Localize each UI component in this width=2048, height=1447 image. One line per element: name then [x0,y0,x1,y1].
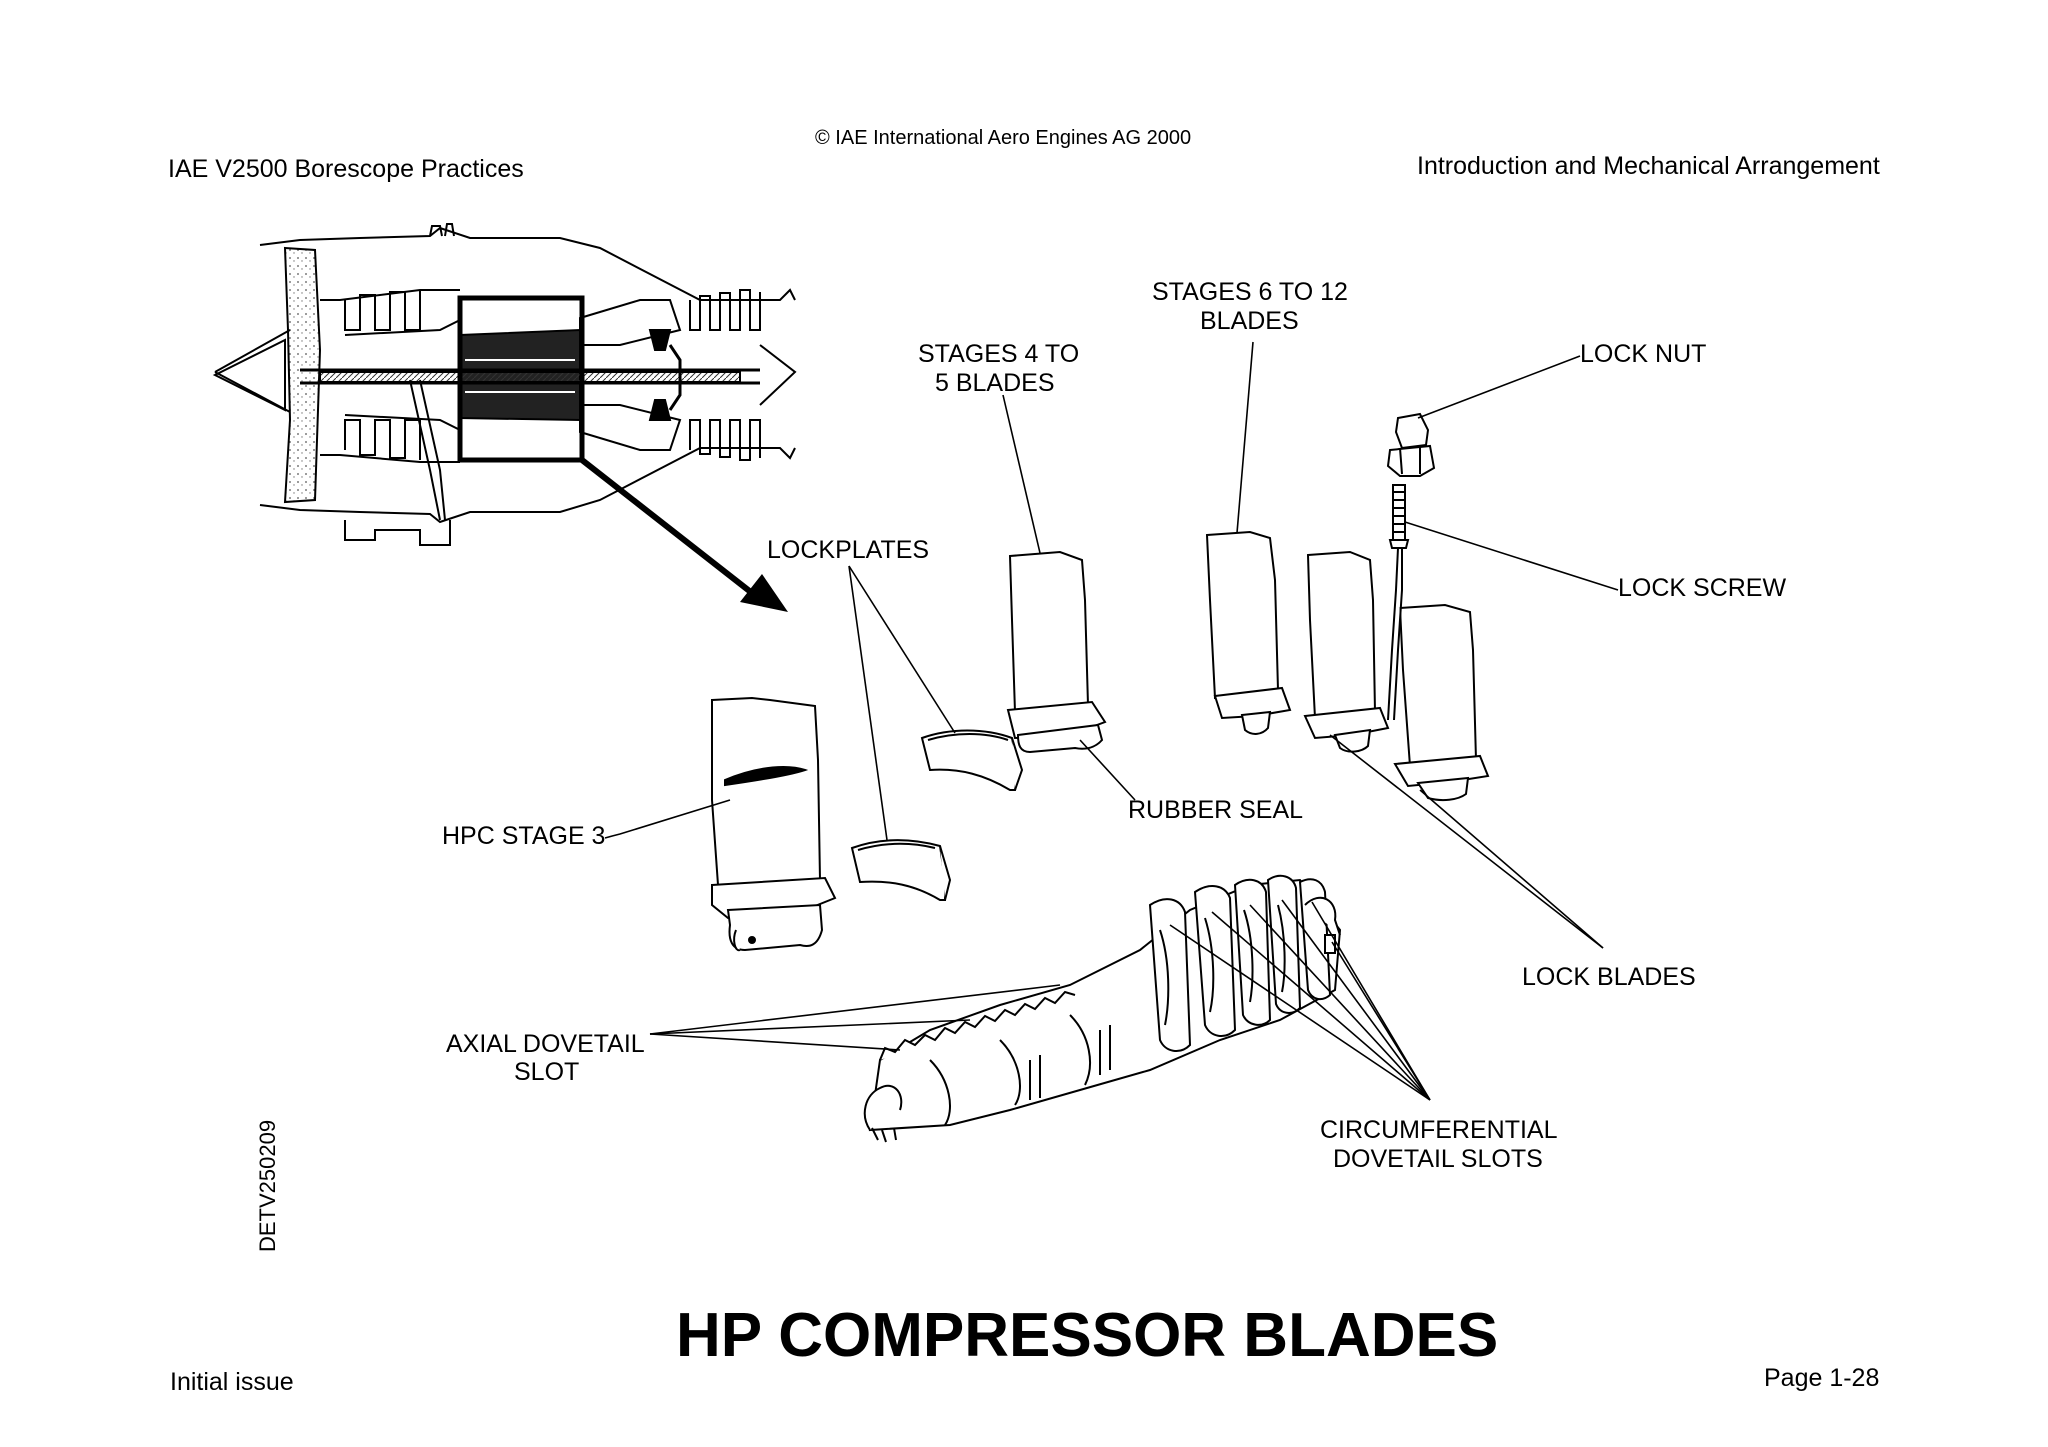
label-lock-nut: LOCK NUT [1580,340,1707,368]
label-stages-4-5-line2: 5 BLADES [935,369,1055,397]
copyright-notice: © IAE International Aero Engines AG 2000 [815,127,1192,149]
label-stages-6-12-line1: STAGES 6 TO 12 [1152,278,1348,306]
lockplate-lower [852,840,950,900]
label-stages-6-12-line2: BLADES [1200,307,1299,335]
issue-status: Initial issue [170,1368,294,1396]
label-circumferential-line1: CIRCUMFERENTIAL [1320,1116,1558,1144]
stage-4-5-blade [1008,552,1105,752]
label-axial-dovetail-line2: SLOT [514,1058,580,1086]
lock-screw [1388,485,1408,720]
document-title: IAE V2500 Borescope Practices [168,155,524,183]
page-number: Page 1-28 [1764,1364,1880,1392]
label-rubber-seal: RUBBER SEAL [1128,796,1304,824]
label-lock-screw: LOCK SCREW [1618,574,1787,602]
hpc-stage-3-blade [712,698,835,950]
stage-6-12-blade-1 [1207,532,1290,734]
stage-6-12-blade-3 [1395,605,1488,800]
label-lockplates: LOCKPLATES [767,536,930,564]
label-axial-dovetail-line1: AXIAL DOVETAIL [446,1030,645,1058]
lock-nut [1388,414,1434,476]
stage-6-12-blade-2 [1305,552,1388,752]
section-title: Introduction and Mechanical Arrangement [1417,152,1880,180]
engine-cross-section [215,224,795,545]
document-code: DETV250209 [255,1119,280,1252]
label-circumferential-line2: DOVETAIL SLOTS [1333,1145,1543,1173]
page-title: HP COMPRESSOR BLADES [676,1301,1499,1370]
zoom-arrow [582,460,788,612]
lockplate-upper [922,731,1022,791]
leader-lines [605,342,1618,1100]
label-stages-4-5-line1: STAGES 4 TO [918,340,1080,368]
compressor-drum [865,876,1340,1142]
label-hpc-stage-3: HPC STAGE 3 [442,822,606,850]
label-lock-blades: LOCK BLADES [1522,963,1696,991]
